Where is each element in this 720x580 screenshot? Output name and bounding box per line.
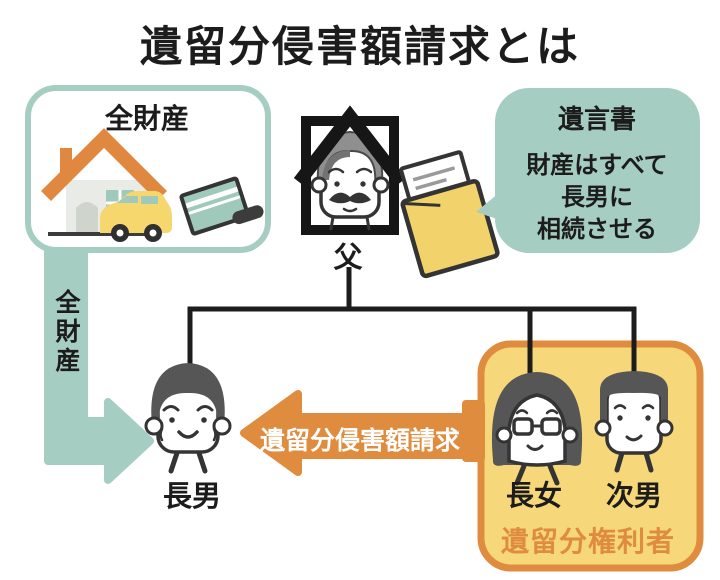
assets-box — [25, 85, 271, 253]
page-title: 遺留分侵害額請求とは — [139, 22, 581, 71]
will-line-2: 長男に — [561, 183, 633, 211]
mustache — [329, 192, 371, 204]
claim-arrow — [240, 390, 485, 476]
family-tree-lines — [187, 267, 637, 382]
eldest-son-label: 長男 — [162, 479, 222, 513]
will-line-3: 相続させる — [537, 215, 657, 243]
will-line-1: 財産はすべて — [526, 151, 668, 179]
bankbook-icon — [179, 176, 264, 236]
eldest-daughter-figure — [491, 372, 583, 486]
eldest-son-figure — [144, 363, 232, 474]
envelope-icon — [399, 150, 500, 279]
father-portrait — [293, 105, 407, 235]
assets-box-label: 全財産 — [104, 102, 190, 135]
will-speech-bubble — [476, 88, 700, 253]
will-title: 遺言書 — [557, 105, 637, 135]
second-son-figure — [594, 371, 674, 473]
car-icon — [100, 191, 172, 242]
second-son-label: 次男 — [605, 479, 663, 512]
glasses-icon — [512, 417, 562, 436]
mourning-ribbon — [293, 105, 407, 186]
flow-arrow-label: 全財産 — [52, 289, 81, 376]
father-label: 父 — [333, 240, 363, 274]
rights-box-label: 遺留分権利者 — [500, 525, 676, 558]
eldest-daughter-label: 長女 — [505, 479, 563, 512]
all-assets-flow-arrow — [44, 248, 154, 484]
claim-arrow-label: 遺留分侵害額請求 — [259, 426, 461, 455]
